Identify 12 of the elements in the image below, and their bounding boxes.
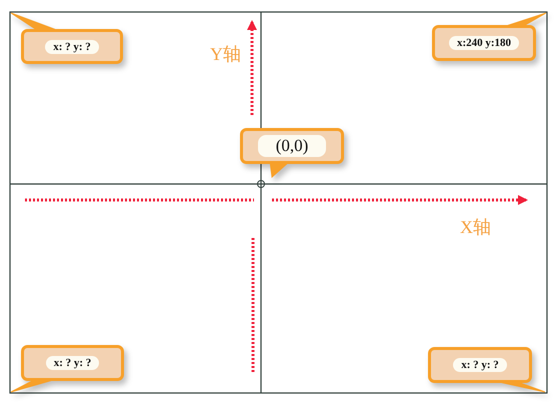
coordinate-label: x: ? y: ? bbox=[46, 356, 100, 370]
callout-box bbox=[426, 345, 547, 394]
coordinate-label: (0,0) bbox=[258, 135, 326, 157]
coordinate-label: x:240 y:180 bbox=[448, 36, 520, 50]
callout-box bbox=[430, 11, 548, 63]
callout-box bbox=[9, 343, 126, 394]
callout-box bbox=[238, 126, 346, 179]
axis-name: Y轴 bbox=[210, 43, 241, 66]
axis-name: X轴 bbox=[460, 216, 491, 239]
coordinate-label: x: ? y: ? bbox=[453, 358, 507, 372]
coordinate-label: x: ? y: ? bbox=[45, 40, 99, 54]
callout-box bbox=[9, 11, 125, 66]
